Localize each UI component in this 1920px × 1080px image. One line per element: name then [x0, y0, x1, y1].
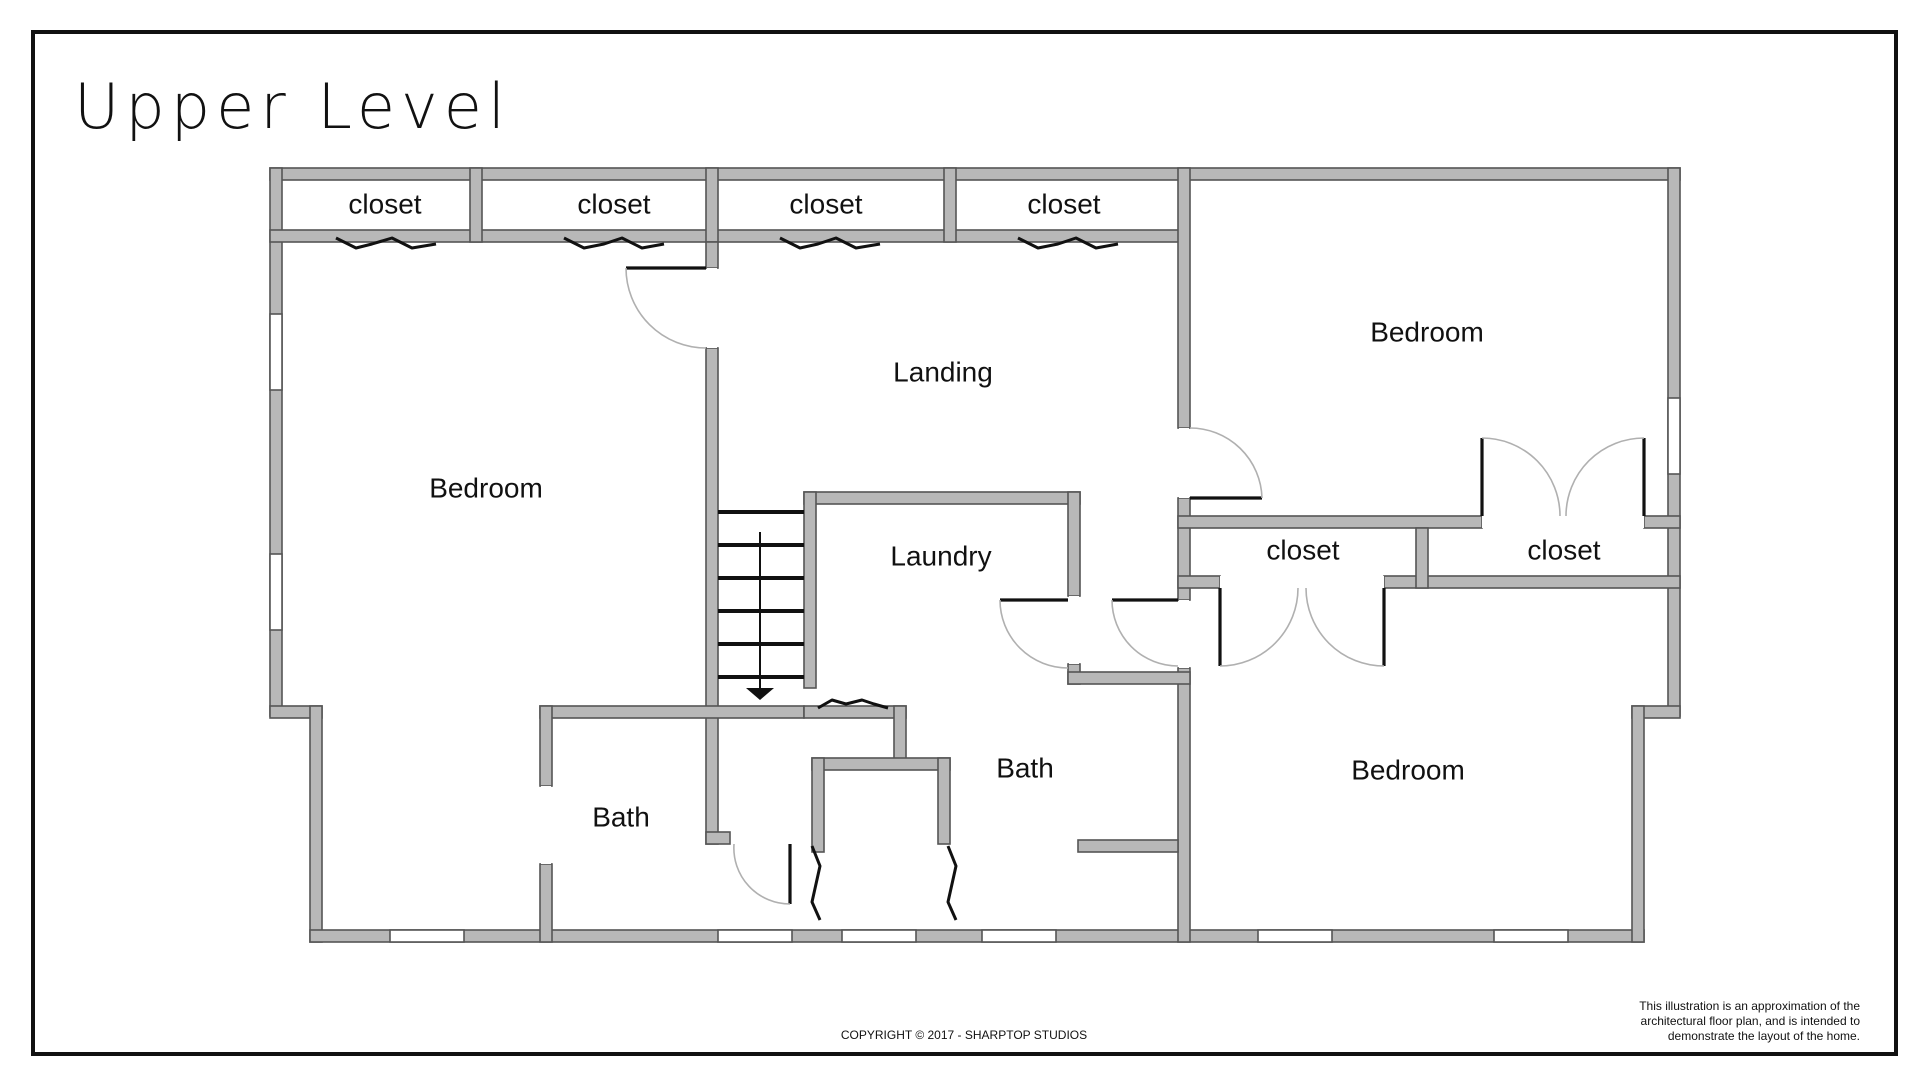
- wall-bedroom-landing-upper: [705, 241, 719, 269]
- label-closet-2: closet: [577, 188, 650, 219]
- label-laundry: Laundry: [890, 540, 991, 571]
- label-bedroom-left: Bedroom: [429, 472, 543, 503]
- wall-laundry-top: [803, 491, 1081, 505]
- page-frame: [31, 30, 1898, 1056]
- wall-linen-right: [937, 757, 951, 845]
- label-bedroom-top-right: Bedroom: [1370, 316, 1484, 347]
- wall-right-lower: [1631, 705, 1645, 943]
- label-closet-3: closet: [789, 188, 862, 219]
- wall-closet-div-2: [705, 167, 719, 243]
- wall-bath-stub: [1077, 839, 1179, 853]
- wall-left-upper: [269, 167, 283, 717]
- wall-shaft-right: [893, 705, 907, 761]
- wall-bath-left: [539, 705, 553, 787]
- window-right-upper: [1667, 397, 1681, 475]
- label-closet-4: closet: [1027, 188, 1100, 219]
- wall-central-c: [1177, 667, 1191, 943]
- label-closet-1: closet: [348, 188, 421, 219]
- disclaimer-line-3: demonstrate the layout of the home.: [1668, 1029, 1860, 1043]
- window-bottom-3: [841, 929, 917, 943]
- window-bottom-2: [717, 929, 793, 943]
- wall-central-a: [1177, 167, 1191, 429]
- window-bottom-5: [1257, 929, 1333, 943]
- label-closet-6: closet: [1527, 534, 1600, 565]
- doors: [541, 266, 1646, 905]
- wall-left-lower: [309, 705, 323, 943]
- stair-arrow-head: [746, 688, 774, 700]
- wall-right-closet-bottom-a: [1177, 575, 1221, 589]
- bifold-closet-3: [779, 236, 881, 250]
- disclaimer-line-2: architectural floor plan, and is intende…: [1641, 1014, 1861, 1028]
- label-bedroom-bottom-right: Bedroom: [1351, 754, 1465, 785]
- windows: [269, 313, 1681, 943]
- wall-closet-div-1: [469, 167, 483, 243]
- wall-right-closet-top-b: [1643, 515, 1681, 529]
- bifold-doors: [335, 236, 1119, 921]
- window-bottom-4: [981, 929, 1057, 943]
- bifold-shaft: [817, 698, 889, 710]
- wall-right-closet-top-a: [1177, 515, 1483, 529]
- copyright-text: COPYRIGHT © 2017 - SHARPTOP STUDIOS: [841, 1028, 1087, 1042]
- wall-linen-left: [811, 757, 825, 853]
- stairs: [718, 510, 804, 700]
- label-bath-left: Bath: [592, 801, 650, 832]
- wall-laundry-bottom: [1067, 671, 1191, 685]
- wall-bedroom-landing-lower: [705, 347, 719, 845]
- bifold-linen-right: [946, 845, 958, 921]
- bifold-closet-2: [563, 236, 665, 250]
- disclaimer: This illustration is an approximation of…: [1639, 999, 1860, 1043]
- label-landing: Landing: [893, 356, 993, 387]
- wall-bottom: [309, 929, 1645, 943]
- label-bath-center: Bath: [996, 752, 1054, 783]
- label-closet-5: closet: [1266, 534, 1339, 565]
- disclaimer-line-1: This illustration is an approximation of…: [1639, 999, 1860, 1013]
- window-bottom-6: [1493, 929, 1569, 943]
- window-left-lower: [269, 553, 283, 631]
- walls: [269, 167, 1681, 943]
- wall-bath-top-left: [539, 705, 805, 719]
- bifold-linen-left: [810, 845, 822, 921]
- wall-bath-left-lower: [539, 863, 553, 943]
- room-labels: closet closet closet closet Bedroom Land…: [348, 188, 1600, 832]
- wall-laundry-left: [803, 491, 817, 689]
- window-bottom-1: [389, 929, 465, 943]
- window-left-upper: [269, 313, 283, 391]
- bifold-closet-1: [335, 236, 437, 250]
- page-title: Upper Level: [74, 70, 511, 143]
- wall-bath-vestibule-left: [705, 831, 731, 845]
- wall-closet-div-3: [943, 167, 957, 243]
- wall-laundry-right-upper: [1067, 491, 1081, 597]
- wall-closet-row-bottom: [269, 229, 1187, 243]
- wall-linen-top: [811, 757, 951, 771]
- wall-right-closet-div: [1415, 527, 1429, 589]
- bifold-closet-4: [1017, 236, 1119, 250]
